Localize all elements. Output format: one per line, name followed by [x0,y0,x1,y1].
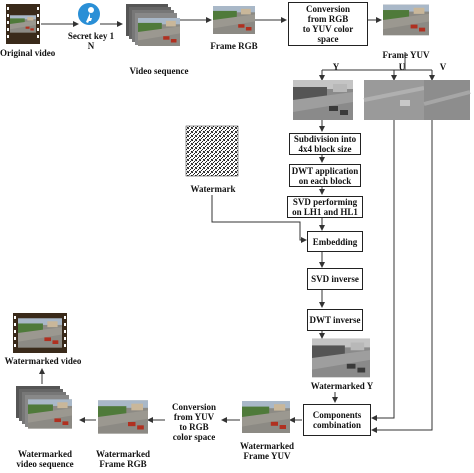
arrow-v-to-combination [371,120,433,433]
secret-key-label: Secret key 1 N [67,31,115,51]
watermarked-frame-yuv-image [242,401,290,433]
key-icon [78,3,100,25]
channel-u-label: U [398,62,406,72]
watermark-label: Watermark [190,184,236,194]
watermarked-y-label: Watermarked Y [310,381,374,391]
svd-inverse-box: SVD inverse [307,268,363,290]
video-sequence-label: Video sequence [129,66,189,76]
dwt-inverse-box: DWT inverse [307,309,363,331]
frame-rgb-image [213,6,255,34]
embedding-box: Embedding [307,231,363,252]
y-channel-image [293,80,353,120]
components-combination-box: Components combination [303,404,371,436]
watermarked-video-film-icon [13,313,67,353]
watermark-noise-image [185,125,239,177]
watermarked-video-label: Watermarked video [4,356,82,366]
watermarked-y-image [312,338,370,378]
u-channel-image [363,80,425,120]
frame-rgb-label: Frame RGB [210,41,258,51]
conversion-rgb-yuv-box: Conversion from RGB to YUV color space [288,2,368,46]
watermarked-video-sequence-label: Watermarked video sequence [16,449,74,469]
original-video-label: Original video [0,48,56,58]
dwt-application-box: DWT application on each block [289,164,361,187]
watermarked-frame-rgb-image [98,400,148,434]
original-video-film-icon [6,4,40,44]
arrow-u-to-combination [371,120,395,421]
channel-v-label: V [439,62,447,72]
watermarked-sequence-stack [16,386,72,429]
subdivision-box: Subdivision into 4x4 block size [289,133,361,155]
watermarked-frame-yuv-label: Watermarked Frame YUV [240,441,294,461]
watermarked-frame-rgb-label: Watermarked Frame RGB [96,449,150,469]
channel-y-label: Y [332,62,340,72]
frame-yuv-image [383,4,429,36]
frame-yuv-label: Frame YUV [382,50,430,60]
arrow-watermark-to-embedding [211,195,307,243]
video-sequence-stack [126,4,180,46]
v-channel-image [423,80,471,120]
conversion-yuv-rgb-label: Conversion from YUV to RGB color space [171,402,216,442]
connectors [39,17,435,433]
svd-performing-box: SVD performing on LH1 and HL1 [287,196,363,218]
